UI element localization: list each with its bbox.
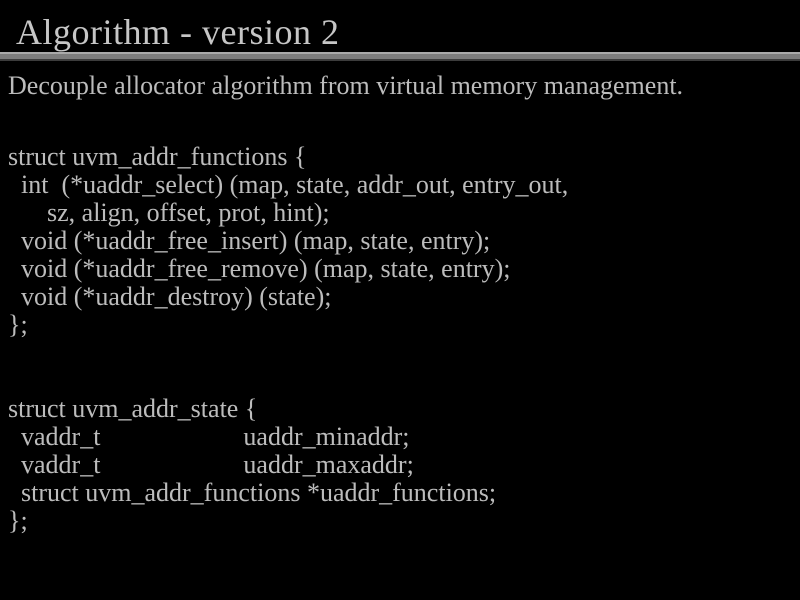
slide-title: Algorithm - version 2 bbox=[16, 12, 340, 52]
code-block-uvm-addr-functions: struct uvm_addr_functions { int (*uaddr_… bbox=[8, 142, 569, 339]
slide-subtitle: Decouple allocator algorithm from virtua… bbox=[8, 71, 684, 100]
code-block-uvm-addr-state: struct uvm_addr_state { vaddr_t uaddr_mi… bbox=[8, 394, 497, 535]
title-underline-rule bbox=[0, 52, 800, 61]
